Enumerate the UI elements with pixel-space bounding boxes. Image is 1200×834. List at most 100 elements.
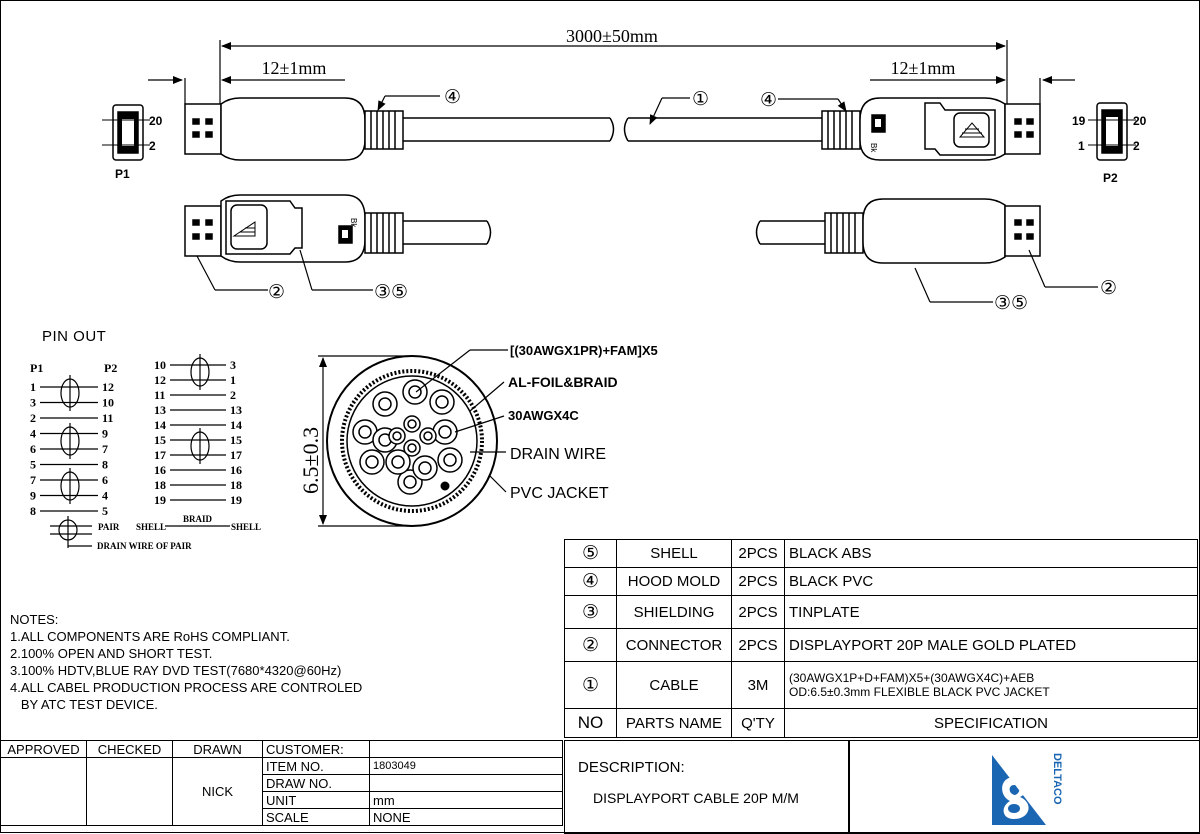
p1-end-view xyxy=(102,104,150,161)
pinout-right-p2-pin: 2 xyxy=(230,388,236,402)
p2-pin-20: 20 xyxy=(1133,114,1147,128)
pinout-left-p2-pin: 10 xyxy=(102,396,114,410)
dimension-left-end xyxy=(148,76,345,104)
pinout-left-p2-pin: 11 xyxy=(102,411,113,425)
pinout-right-p2-pin: 17 xyxy=(230,448,242,462)
part-qty: 2PCS xyxy=(731,628,785,662)
callout-leaders-middle-left xyxy=(196,249,373,291)
legend-pair: PAIR xyxy=(98,522,120,532)
pinout-header-p1: P1 xyxy=(30,361,43,375)
legend-drain: DRAIN WIRE OF PAIR xyxy=(97,541,192,551)
header-no: NO xyxy=(564,708,617,738)
pinout-header-p2: P2 xyxy=(104,361,117,375)
scale-value: NONE xyxy=(369,808,563,826)
dimension-overall xyxy=(219,40,1008,104)
pinout-right-p2-pin: 16 xyxy=(230,463,242,477)
pinout-left-p2-pin: 4 xyxy=(102,489,108,503)
part-qty: 2PCS xyxy=(731,567,785,596)
parts-row: ⑤ SHELL 2PCS BLACK ABS xyxy=(564,539,1198,568)
part-name: CABLE xyxy=(616,661,732,709)
pinout-right-p1-pin: 14 xyxy=(154,418,166,432)
title-block: APPROVED CHECKED DRAWN CUSTOMER: NICK IT… xyxy=(0,740,563,826)
callout-4-right: ④ xyxy=(760,90,777,111)
parts-row: ② CONNECTOR 2PCS DISPLAYPORT 20P MALE GO… xyxy=(564,628,1198,662)
part-spec: BLACK ABS xyxy=(784,539,1198,568)
logo-box: DELTACO xyxy=(848,740,1200,834)
parts-row: ① CABLE 3M (30AWGX1P+D+FAM)X5+(30AWGX4C)… xyxy=(564,661,1198,709)
parts-table: ⑤ SHELL 2PCS BLACK ABS ④ HOOD MOLD 2PCS … xyxy=(564,539,1198,738)
unit-label: UNIT xyxy=(262,791,370,809)
legend-shell-right: SHELL xyxy=(231,522,261,532)
cross-label-4c: 30AWGX4C xyxy=(508,408,579,423)
part-spec: DISPLAYPORT 20P MALE GOLD PLATED xyxy=(784,628,1198,662)
p1-pin-20: 20 xyxy=(149,114,163,128)
checked-label: CHECKED xyxy=(86,740,173,758)
pinout-right-p2-pin: 1 xyxy=(230,373,236,387)
customer-value xyxy=(369,740,563,758)
cross-section-dimension xyxy=(318,355,412,527)
pinout-right-p2-pin: 18 xyxy=(230,478,242,492)
pinout-right-p2-pin: 3 xyxy=(230,358,236,372)
p2-pin-2: 2 xyxy=(1133,139,1140,153)
pinout-left-p1-pin: 7 xyxy=(30,473,36,487)
pinout-left-p2-pin: 8 xyxy=(102,458,108,472)
callout-leaders-middle-right xyxy=(914,249,1098,303)
part-qty: 2PCS xyxy=(731,595,785,629)
pinout-right-p1-pin: 12 xyxy=(154,373,166,387)
part-name: HOOD MOLD xyxy=(616,567,732,596)
approved-value xyxy=(0,757,87,826)
pinout-left-p1-pin: 8 xyxy=(30,504,36,518)
pinout-left-p1-pin: 9 xyxy=(30,489,36,503)
part-qty: 3M xyxy=(731,661,785,709)
dimension-right-end xyxy=(870,76,1075,104)
drawn-by: NICK xyxy=(172,757,263,826)
note-line: 1.ALL COMPONENTS ARE RoHS COMPLIANT. xyxy=(10,629,290,644)
note-line: BY ATC TEST DEVICE. xyxy=(10,697,158,712)
legend-braid: BRAID xyxy=(183,514,213,524)
notes-block: NOTES: 1.ALL COMPONENTS ARE RoHS COMPLIA… xyxy=(10,611,362,713)
callout-4-left: ④ xyxy=(444,87,461,108)
description-value: DISPLAYPORT CABLE 20P M/M xyxy=(593,790,799,806)
drawno-label: DRAW NO. xyxy=(262,774,370,792)
part-name: CONNECTOR xyxy=(616,628,732,662)
p2-label: P2 xyxy=(1103,171,1118,185)
part-spec: BLACK PVC xyxy=(784,567,1198,596)
middle-right-plug xyxy=(755,198,1041,264)
cable-segment-right xyxy=(628,117,822,142)
middle-left-plug xyxy=(184,194,492,263)
parts-header-row: NO PARTS NAME Q'TY SPECIFICATION xyxy=(564,708,1198,738)
logo-text: DELTACO xyxy=(1051,753,1063,805)
pinout-left-p2-pin: 12 xyxy=(102,380,114,394)
cross-section-diameter-label: 6.5±0.3 xyxy=(298,427,323,494)
note-line: 3.100% HDTV,BLUE RAY DVD TEST(7680*4320@… xyxy=(10,663,342,678)
pinout-left-p2-pin: 5 xyxy=(102,504,108,518)
checked-value xyxy=(86,757,173,826)
part-name: SHIELDING xyxy=(616,595,732,629)
pinout-right-p1-pin: 15 xyxy=(154,433,166,447)
pinout-right-p2-pin: 14 xyxy=(230,418,242,432)
approved-label: APPROVED xyxy=(0,740,87,758)
pinout-right-p1-pin: 10 xyxy=(154,358,166,372)
part-no: ⑤ xyxy=(564,539,617,568)
pinout-legend-marks xyxy=(50,516,230,548)
pinout-title: PIN OUT xyxy=(42,328,107,345)
scale-label: SCALE xyxy=(262,808,370,826)
cross-label-drain: DRAIN WIRE xyxy=(510,446,606,463)
pinout-right-p1-pin: 16 xyxy=(154,463,166,477)
middle-left-brand-mark: Bk xyxy=(349,218,358,228)
pinout-right-p1-pin: 19 xyxy=(154,493,166,507)
callout-1: ① xyxy=(692,89,709,110)
dimension-overall-label: 3000±50mm xyxy=(566,26,658,46)
cross-section-leaders xyxy=(415,349,508,493)
callout-2-left: ② xyxy=(268,282,285,303)
pinout-left-p2-pin: 7 xyxy=(102,442,108,456)
p2-end-view xyxy=(1088,102,1136,161)
item-label: ITEM NO. xyxy=(262,757,370,775)
pinout-left-p2-pin: 6 xyxy=(102,473,108,487)
cable-segment-left xyxy=(403,117,629,142)
pinout-left-p1-pin: 1 xyxy=(30,380,36,394)
parts-row: ③ SHIELDING 2PCS TINPLATE xyxy=(564,595,1198,629)
